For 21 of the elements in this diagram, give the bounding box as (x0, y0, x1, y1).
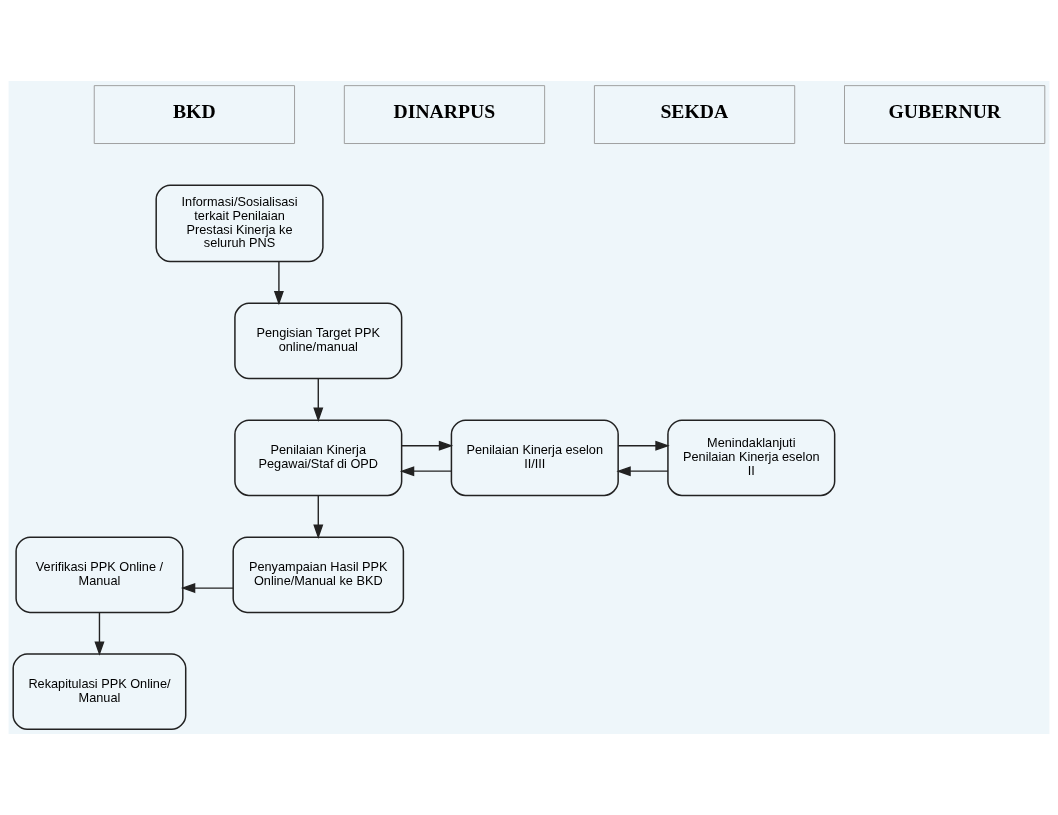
node-box: Penyampaian Hasil PPK Online/Manual ke BKD (232, 536, 405, 614)
node-box: Penilaian Kinerja Pegawai/Staf di OPD (234, 419, 403, 497)
arrow (313, 494, 324, 539)
arrow (313, 377, 324, 422)
label: SEKDA (660, 100, 729, 123)
node-box: Menindaklanjuti Penilaian Kinerja eselon II (667, 419, 836, 497)
node-box: Rekapitulasi PPK Online/ Manual (12, 653, 187, 731)
arrow (399, 466, 453, 477)
arrow (616, 466, 669, 477)
arrow (401, 440, 454, 451)
node-box: Pengisian Target PPK online/manual (234, 302, 403, 380)
node-box: Penilaian Kinerja eselon II/III (450, 419, 619, 497)
label: BKD (172, 100, 216, 123)
arrow (94, 611, 105, 656)
arrow (617, 440, 670, 451)
node-box: Verifikasi PPK Online / Manual (15, 536, 184, 614)
arrow (180, 583, 234, 594)
arrow (273, 261, 284, 306)
node-box: Informasi/Sosialisasi terkait Penilaian Prestasi Kinerja ke seluruh PNS (155, 184, 324, 263)
label: DINARPUS (393, 100, 496, 123)
label: GUBERNUR (888, 100, 1002, 123)
